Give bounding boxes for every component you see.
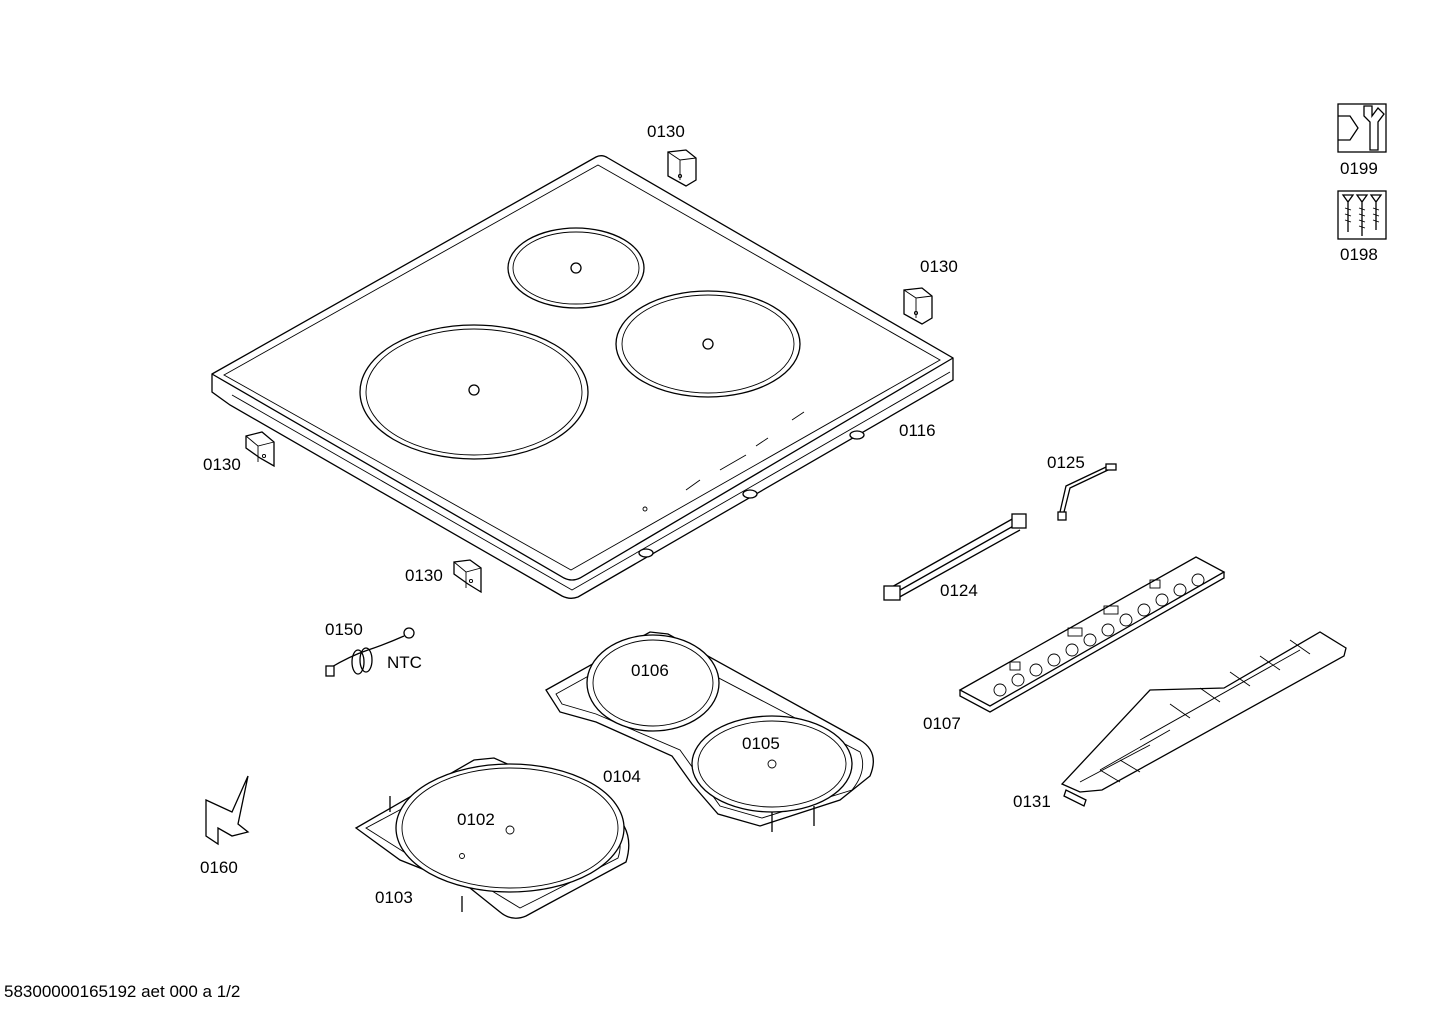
wrench-icon [1337,103,1387,153]
label-0106[interactable]: 0106 [631,661,669,680]
label-0104[interactable]: 0104 [603,767,641,786]
label-0130-bottom[interactable]: 0130 [405,566,443,585]
label-0130-right[interactable]: 0130 [920,257,958,276]
clip-0130-bottom[interactable] [453,559,482,594]
label-0160[interactable]: 0160 [200,858,238,877]
label-0107[interactable]: 0107 [923,714,961,733]
label-0102[interactable]: 0102 [457,810,495,829]
label-0103[interactable]: 0103 [375,888,413,907]
label-0125[interactable]: 0125 [1047,453,1085,472]
ribbon-cable-0124-part[interactable] [883,513,1027,601]
label-0130-left[interactable]: 0130 [203,455,241,474]
coil-0106-part[interactable] [586,634,720,732]
clip-0130-left[interactable] [245,431,275,468]
label-0198[interactable]: 0198 [1340,245,1378,264]
screws-icon [1337,190,1387,240]
ntc-sensor-0150-part[interactable] [325,627,415,677]
label-0150[interactable]: 0150 [325,620,363,639]
coil-0102-part[interactable] [395,763,625,893]
clip-0130-right[interactable] [903,287,933,325]
document-id: 58300000165192 aet 000 a 1/2 [4,982,241,1001]
label-0199[interactable]: 0199 [1340,159,1378,178]
label-0131[interactable]: 0131 [1013,792,1051,811]
label-0124[interactable]: 0124 [940,581,978,600]
label-0130-top[interactable]: 0130 [647,122,685,141]
support-rail-0131-part[interactable] [1060,631,1347,807]
label-0105[interactable]: 0105 [742,734,780,753]
cable-0125-part[interactable] [1057,463,1117,521]
clip-0130-top[interactable] [667,149,697,187]
cooktop-glass-part[interactable] [211,155,954,599]
part-0160[interactable] [205,775,250,846]
coil-0105-part[interactable] [691,715,853,832]
control-board-0107-part[interactable] [958,556,1226,713]
label-0116[interactable]: 0116 [899,421,936,440]
label-ntc: NTC [387,653,422,672]
